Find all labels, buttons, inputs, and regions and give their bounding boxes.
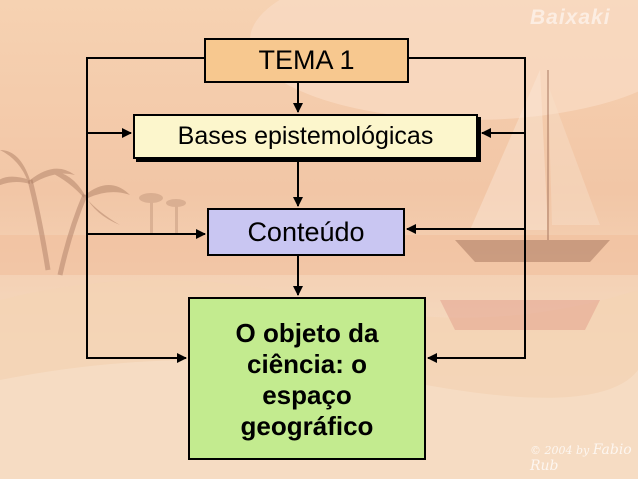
node-bases-epistemologicas: Bases epistemológicas: [133, 114, 478, 159]
node-objeto-da-ciencia: O objeto da ciência: o espaço geográfico: [188, 297, 426, 460]
author-watermark: © 2004 by Fabio Rub: [530, 442, 638, 474]
node-objeto-line: geográfico: [241, 411, 374, 442]
node-tema-label: TEMA 1: [258, 45, 354, 76]
node-bases-label: Bases epistemológicas: [178, 122, 434, 151]
watermark-year: © 2004 by: [530, 444, 589, 457]
node-objeto-line: ciência: o: [247, 349, 367, 380]
left-loop-tema-to-objeto: [87, 58, 204, 358]
node-conteudo-label: Conteúdo: [247, 217, 364, 248]
node-conteudo: Conteúdo: [207, 208, 405, 256]
right-loop-tema-to-objeto: [409, 58, 525, 358]
node-objeto-line: espaço: [262, 380, 352, 411]
node-tema: TEMA 1: [204, 38, 409, 83]
node-objeto-line: O objeto da: [236, 318, 379, 349]
brand-watermark: Baixaki: [530, 6, 611, 30]
node-objeto-text: O objeto da ciência: o espaço geográfico: [236, 318, 379, 442]
